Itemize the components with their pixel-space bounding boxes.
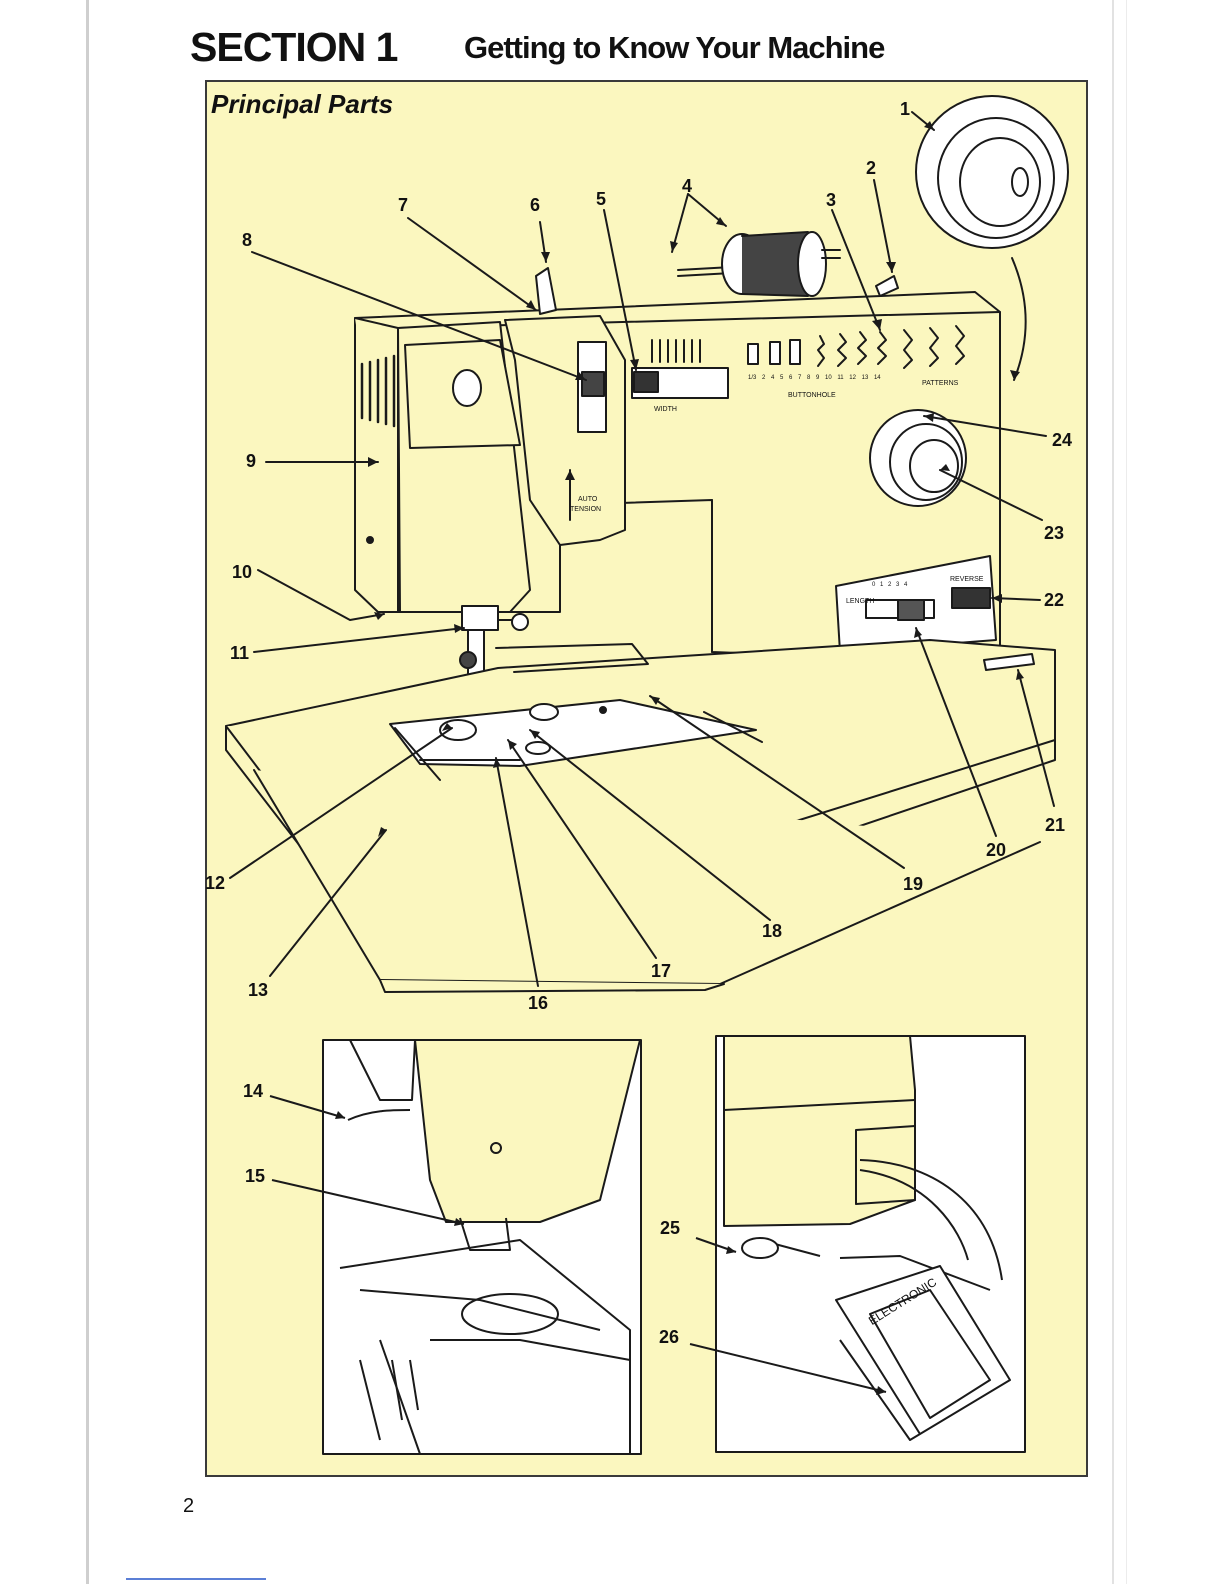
callout-1: 1	[900, 99, 910, 120]
length-label: LENGTH	[846, 598, 874, 605]
buttonhole-label: BUTTONHOLE	[788, 392, 836, 399]
callout-14: 14	[243, 1081, 263, 1102]
callout-17: 17	[651, 961, 671, 982]
callout-23: 23	[1044, 523, 1064, 544]
callout-21: 21	[1045, 815, 1065, 836]
callout-25: 25	[660, 1218, 680, 1239]
callout-26: 26	[659, 1327, 679, 1348]
length-scale: 0 1 2 3 4	[872, 582, 907, 588]
callout-8: 8	[242, 230, 252, 251]
inset-foot-pedal	[690, 1036, 1025, 1452]
callout-9: 9	[246, 451, 256, 472]
callout-6: 6	[530, 195, 540, 216]
callout-18: 18	[762, 921, 782, 942]
pattern-numbers: 1/3 2 4 5 6 7 8 9 10 11 12 13 14	[748, 375, 881, 381]
auto-tension-label-line1: AUTO	[578, 496, 597, 503]
callout-20: 20	[986, 840, 1006, 861]
callout-13: 13	[248, 980, 268, 1001]
auto-tension-label-line2: TENSION	[570, 506, 601, 513]
width-label: WIDTH	[654, 406, 677, 413]
callout-15: 15	[245, 1166, 265, 1187]
callout-4: 4	[682, 176, 692, 197]
callout-24: 24	[1052, 430, 1072, 451]
callout-19: 19	[903, 874, 923, 895]
callout-2: 2	[866, 158, 876, 179]
patterns-label: PATTERNS	[922, 380, 958, 387]
callout-3: 3	[826, 190, 836, 211]
reverse-label: REVERSE	[950, 576, 983, 583]
spool	[678, 232, 840, 296]
inset-needle-area	[270, 1040, 641, 1454]
callout-12: 12	[205, 873, 225, 894]
bottom-link-underline	[126, 1578, 266, 1580]
page-number: 2	[183, 1495, 194, 1518]
callout-16: 16	[528, 993, 548, 1014]
callout-7: 7	[398, 195, 408, 216]
sewing-bed	[226, 640, 1055, 992]
callout-10: 10	[232, 562, 252, 583]
callout-5: 5	[596, 189, 606, 210]
callout-22: 22	[1044, 590, 1064, 611]
callout-11: 11	[230, 643, 249, 664]
